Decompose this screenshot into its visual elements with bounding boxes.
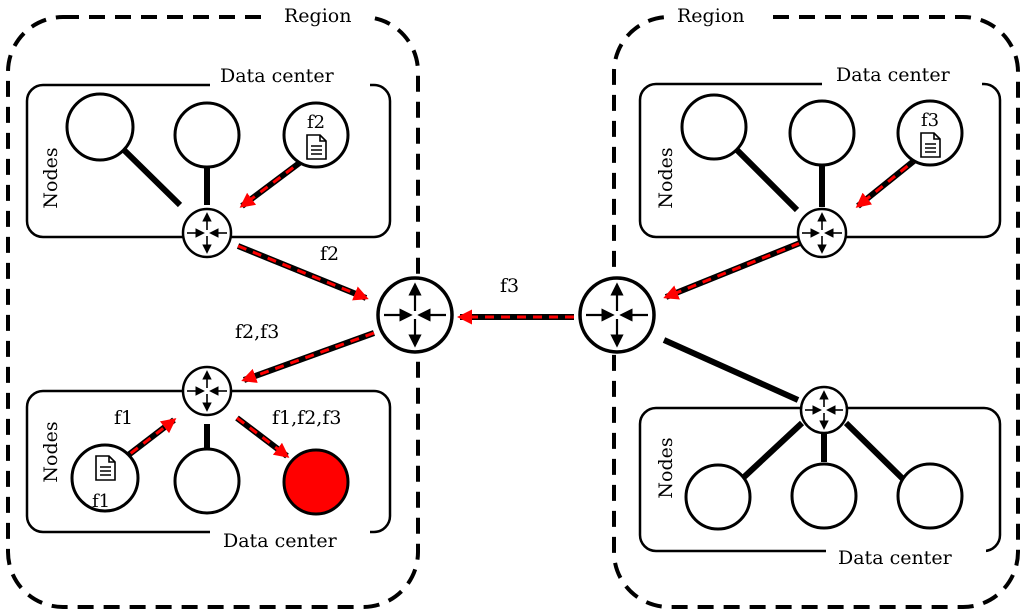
router-region-left bbox=[376, 276, 454, 354]
link-region-right-to-dc4 bbox=[662, 337, 800, 403]
router-dc1 bbox=[181, 207, 233, 259]
flow-dc1-to-region-router bbox=[236, 243, 369, 301]
file-icon-dc2 bbox=[95, 455, 116, 481]
datacenter-4-nodes-label: Nodes bbox=[655, 437, 677, 498]
datacenter-1-label: Data center bbox=[220, 65, 335, 87]
region-right-label: Region bbox=[677, 5, 744, 27]
datacenter-4-label: Data center bbox=[838, 547, 953, 569]
region-left-label: Region bbox=[284, 5, 351, 27]
datacenter-4-label-bg bbox=[826, 547, 986, 573]
link-dc4-node1 bbox=[740, 420, 805, 481]
dc3-node-1 bbox=[680, 93, 748, 161]
router-dc4 bbox=[799, 385, 849, 435]
file-icon-dc1 bbox=[306, 134, 327, 160]
dc1-node-1 bbox=[65, 92, 135, 162]
flow-label-region-to-dc2: f2,f3 bbox=[235, 321, 279, 343]
link-dc3-node1 bbox=[734, 147, 800, 213]
link-dc4-node3 bbox=[843, 420, 907, 483]
flow-label-dc2-router-to-target: f1,f2,f3 bbox=[272, 407, 341, 429]
router-dc3 bbox=[796, 207, 848, 259]
dc4-node-2 bbox=[790, 462, 858, 530]
datacenter-3-label-bg bbox=[822, 63, 982, 89]
flow-region-to-dc2-router bbox=[241, 330, 376, 383]
datacenter-2-nodes-label: Nodes bbox=[40, 421, 62, 482]
datacenter-1-nodes-label: Nodes bbox=[40, 147, 62, 208]
file-label-dc2: f1 bbox=[92, 491, 110, 512]
region-right-label-bg bbox=[664, 3, 764, 29]
flow-dc3-to-region-router bbox=[663, 240, 802, 300]
datacenter-1-label-bg bbox=[210, 64, 370, 90]
dc4-node-1 bbox=[684, 463, 752, 531]
file-label-dc3: f3 bbox=[921, 110, 939, 131]
datacenter-3-label: Data center bbox=[836, 64, 951, 86]
datacenter-2-label: Data center bbox=[223, 530, 338, 552]
dc2-target-node bbox=[282, 448, 350, 516]
flow-label-region-link: f3 bbox=[500, 275, 519, 297]
flow-label-dc2-node-to-router: f1 bbox=[114, 407, 133, 429]
flow-dc1-file-to-router bbox=[239, 155, 308, 209]
dc3-node-2 bbox=[788, 99, 856, 167]
flow-label-dc1-to-region: f2 bbox=[320, 243, 339, 265]
flow-dc2-router-to-target bbox=[235, 415, 290, 459]
file-label-dc1: f2 bbox=[307, 112, 325, 133]
router-region-right bbox=[578, 276, 656, 354]
dc2-node-2 bbox=[173, 447, 241, 515]
file-icon-dc3 bbox=[920, 132, 941, 158]
region-left-label-bg bbox=[270, 3, 370, 29]
router-dc2 bbox=[181, 365, 233, 417]
link-dc1-node1 bbox=[121, 147, 183, 208]
datacenter-3-nodes-label: Nodes bbox=[655, 147, 677, 208]
dc1-node-2 bbox=[173, 101, 241, 169]
datacenter-2-label-bg bbox=[210, 528, 370, 554]
flow-dc3-file-to-router bbox=[855, 153, 922, 209]
dc4-node-3 bbox=[896, 462, 964, 530]
